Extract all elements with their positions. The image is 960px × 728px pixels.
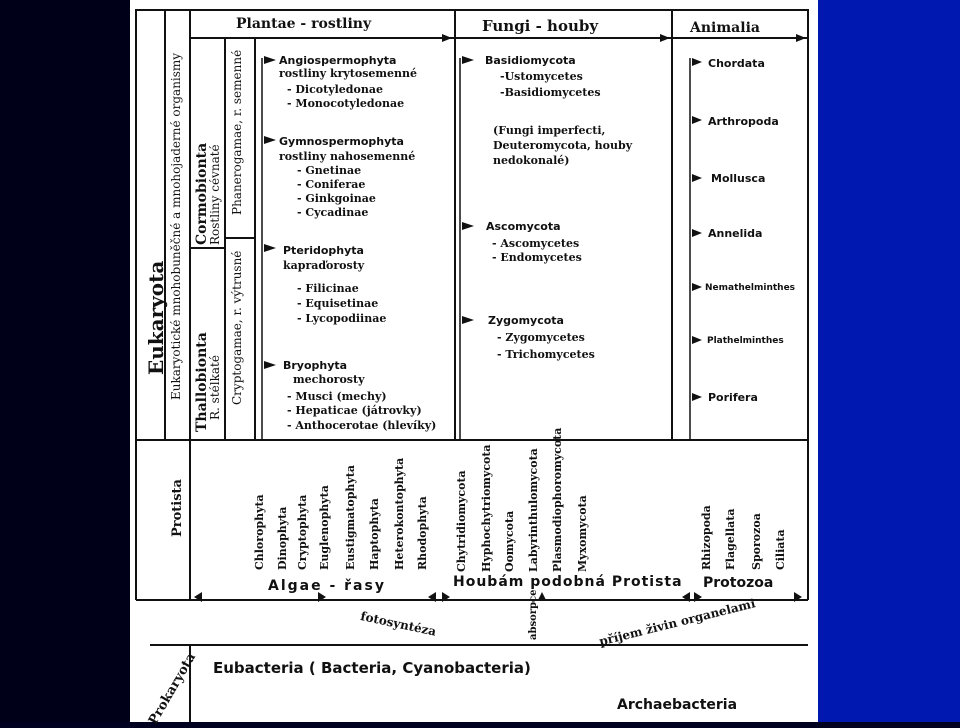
animal-phylum: Annelida (708, 227, 763, 240)
gymno-item: - Coniferae (297, 178, 366, 191)
fungal-protist: Plasmodiophoromycota (551, 427, 564, 572)
animal-phylum: Mollusca (711, 172, 766, 185)
asco-item: - Ascomycetes (492, 237, 580, 250)
animal-phylum: Chordata (708, 57, 765, 70)
algae-phylum: Dinophyta (276, 506, 289, 570)
bryo-item: - Hepaticae (játrovky) (287, 404, 422, 417)
diagram-paper (130, 0, 818, 722)
bryo-sub: mechorosty (293, 373, 365, 386)
algae-phylum: Euglenophyta (318, 485, 331, 570)
group-fungal-protista: Houbám podobná Protista (453, 574, 683, 590)
basidio-item: -Ustomycetes (500, 70, 583, 83)
algae-phylum: Heterokontophyta (393, 457, 406, 570)
angio-item: - Dicotyledonae (287, 83, 383, 96)
bryo-title: Bryophyta (283, 359, 348, 372)
algae-phylum: Cryptophyta (296, 494, 309, 570)
gymno-sub: rostliny nahosemenné (279, 150, 416, 163)
header-fungi: Fungi - houby (482, 17, 599, 35)
bryo-item: - Musci (mechy) (287, 390, 387, 403)
fungal-protist: Hyphochytriomycota (480, 444, 493, 572)
fungal-protist: Myxomycota (576, 495, 589, 572)
gymno-item: - Gnetinae (297, 164, 362, 177)
label-eukaryota-sub: Eukaryotické mnohobuněčné a mnohojaderné… (169, 52, 183, 400)
label-protista: Protista (170, 479, 185, 537)
algae-phylum: Chlorophyta (253, 494, 266, 570)
gymno-item: - Cycadinae (297, 206, 369, 219)
label-eubacteria: Eubacteria ( Bacteria, Cyanobacteria) (213, 659, 531, 677)
label-archaebacteria: Archaebacteria (617, 697, 738, 713)
right-blue-band (818, 0, 960, 722)
label-thallobionta-sub: R. stélkaté (208, 355, 222, 420)
basidio-item: -Basidiomycetes (500, 86, 601, 99)
zygo-title: Zygomycota (488, 314, 564, 327)
pterido-title: Pteridophyta (283, 244, 364, 257)
label-eukaryota: Eukaryota (144, 260, 168, 375)
gymno-title: Gymnospermophyta (279, 135, 404, 148)
angio-sub: rostliny krytosemenné (279, 67, 418, 80)
gymno-item: - Ginkgoinae (297, 192, 376, 205)
protozoa-group: Ciliata (774, 529, 787, 570)
asco-item: - Endomycetes (492, 251, 582, 264)
pterido-item: - Equisetinae (297, 297, 379, 310)
label-cormobionta-sub: Rostliny cévnaté (208, 144, 222, 245)
group-algae: Algae - řasy (268, 578, 386, 594)
pterido-item: - Filicinae (297, 282, 359, 295)
basidio-title: Basidiomycota (485, 54, 576, 67)
algae-phylum: Haptophyta (368, 498, 381, 570)
angio-item: - Monocotyledonae (287, 97, 405, 110)
left-dark-band (0, 0, 130, 722)
animal-phylum: Arthropoda (708, 115, 779, 128)
label-phanerogamae: Phanerogamae, r. semenné (230, 49, 244, 215)
asco-title: Ascomycota (486, 220, 561, 233)
protozoa-group: Flagellata (724, 508, 737, 571)
angio-title: Angiospermophyta (279, 54, 397, 67)
pterido-item: - Lycopodiinae (297, 312, 387, 325)
fungal-protist: Oomycota (503, 510, 516, 572)
imperfecti-line: nedokonalé) (493, 154, 570, 167)
animal-phylum: Porifera (708, 391, 758, 404)
protozoa-group: Rhizopoda (700, 505, 713, 570)
animal-phylum: Nemathelminthes (705, 283, 796, 293)
bryo-item: - Anthocerotae (hlevíky) (287, 419, 437, 432)
protozoa-group: Sporozoa (750, 513, 763, 570)
pterido-sub: kapraďorosty (283, 259, 365, 272)
algae-phylum: Rhodophyta (416, 496, 429, 570)
imperfecti-line: Deuteromycota, houby (493, 139, 633, 152)
fungal-protist: Labyrinthulomycota (527, 448, 540, 572)
imperfecti-line: (Fungi imperfecti, (493, 124, 606, 137)
algae-phylum: Eustigmatophyta (344, 465, 357, 570)
label-cryptogamae: Cryptogamae, r. výtrusné (230, 250, 244, 405)
zygo-item: - Zygomycetes (497, 331, 585, 344)
header-plantae: Plantae - rostliny (236, 16, 372, 32)
fungal-protist: Chytridiomycota (455, 470, 468, 572)
zygo-item: - Trichomycetes (497, 348, 595, 361)
label-absorpce: absorpce (528, 589, 539, 640)
group-protozoa: Protozoa (703, 575, 774, 591)
header-animalia: Animalia (690, 20, 760, 36)
animal-phylum: Plathelminthes (707, 336, 784, 346)
